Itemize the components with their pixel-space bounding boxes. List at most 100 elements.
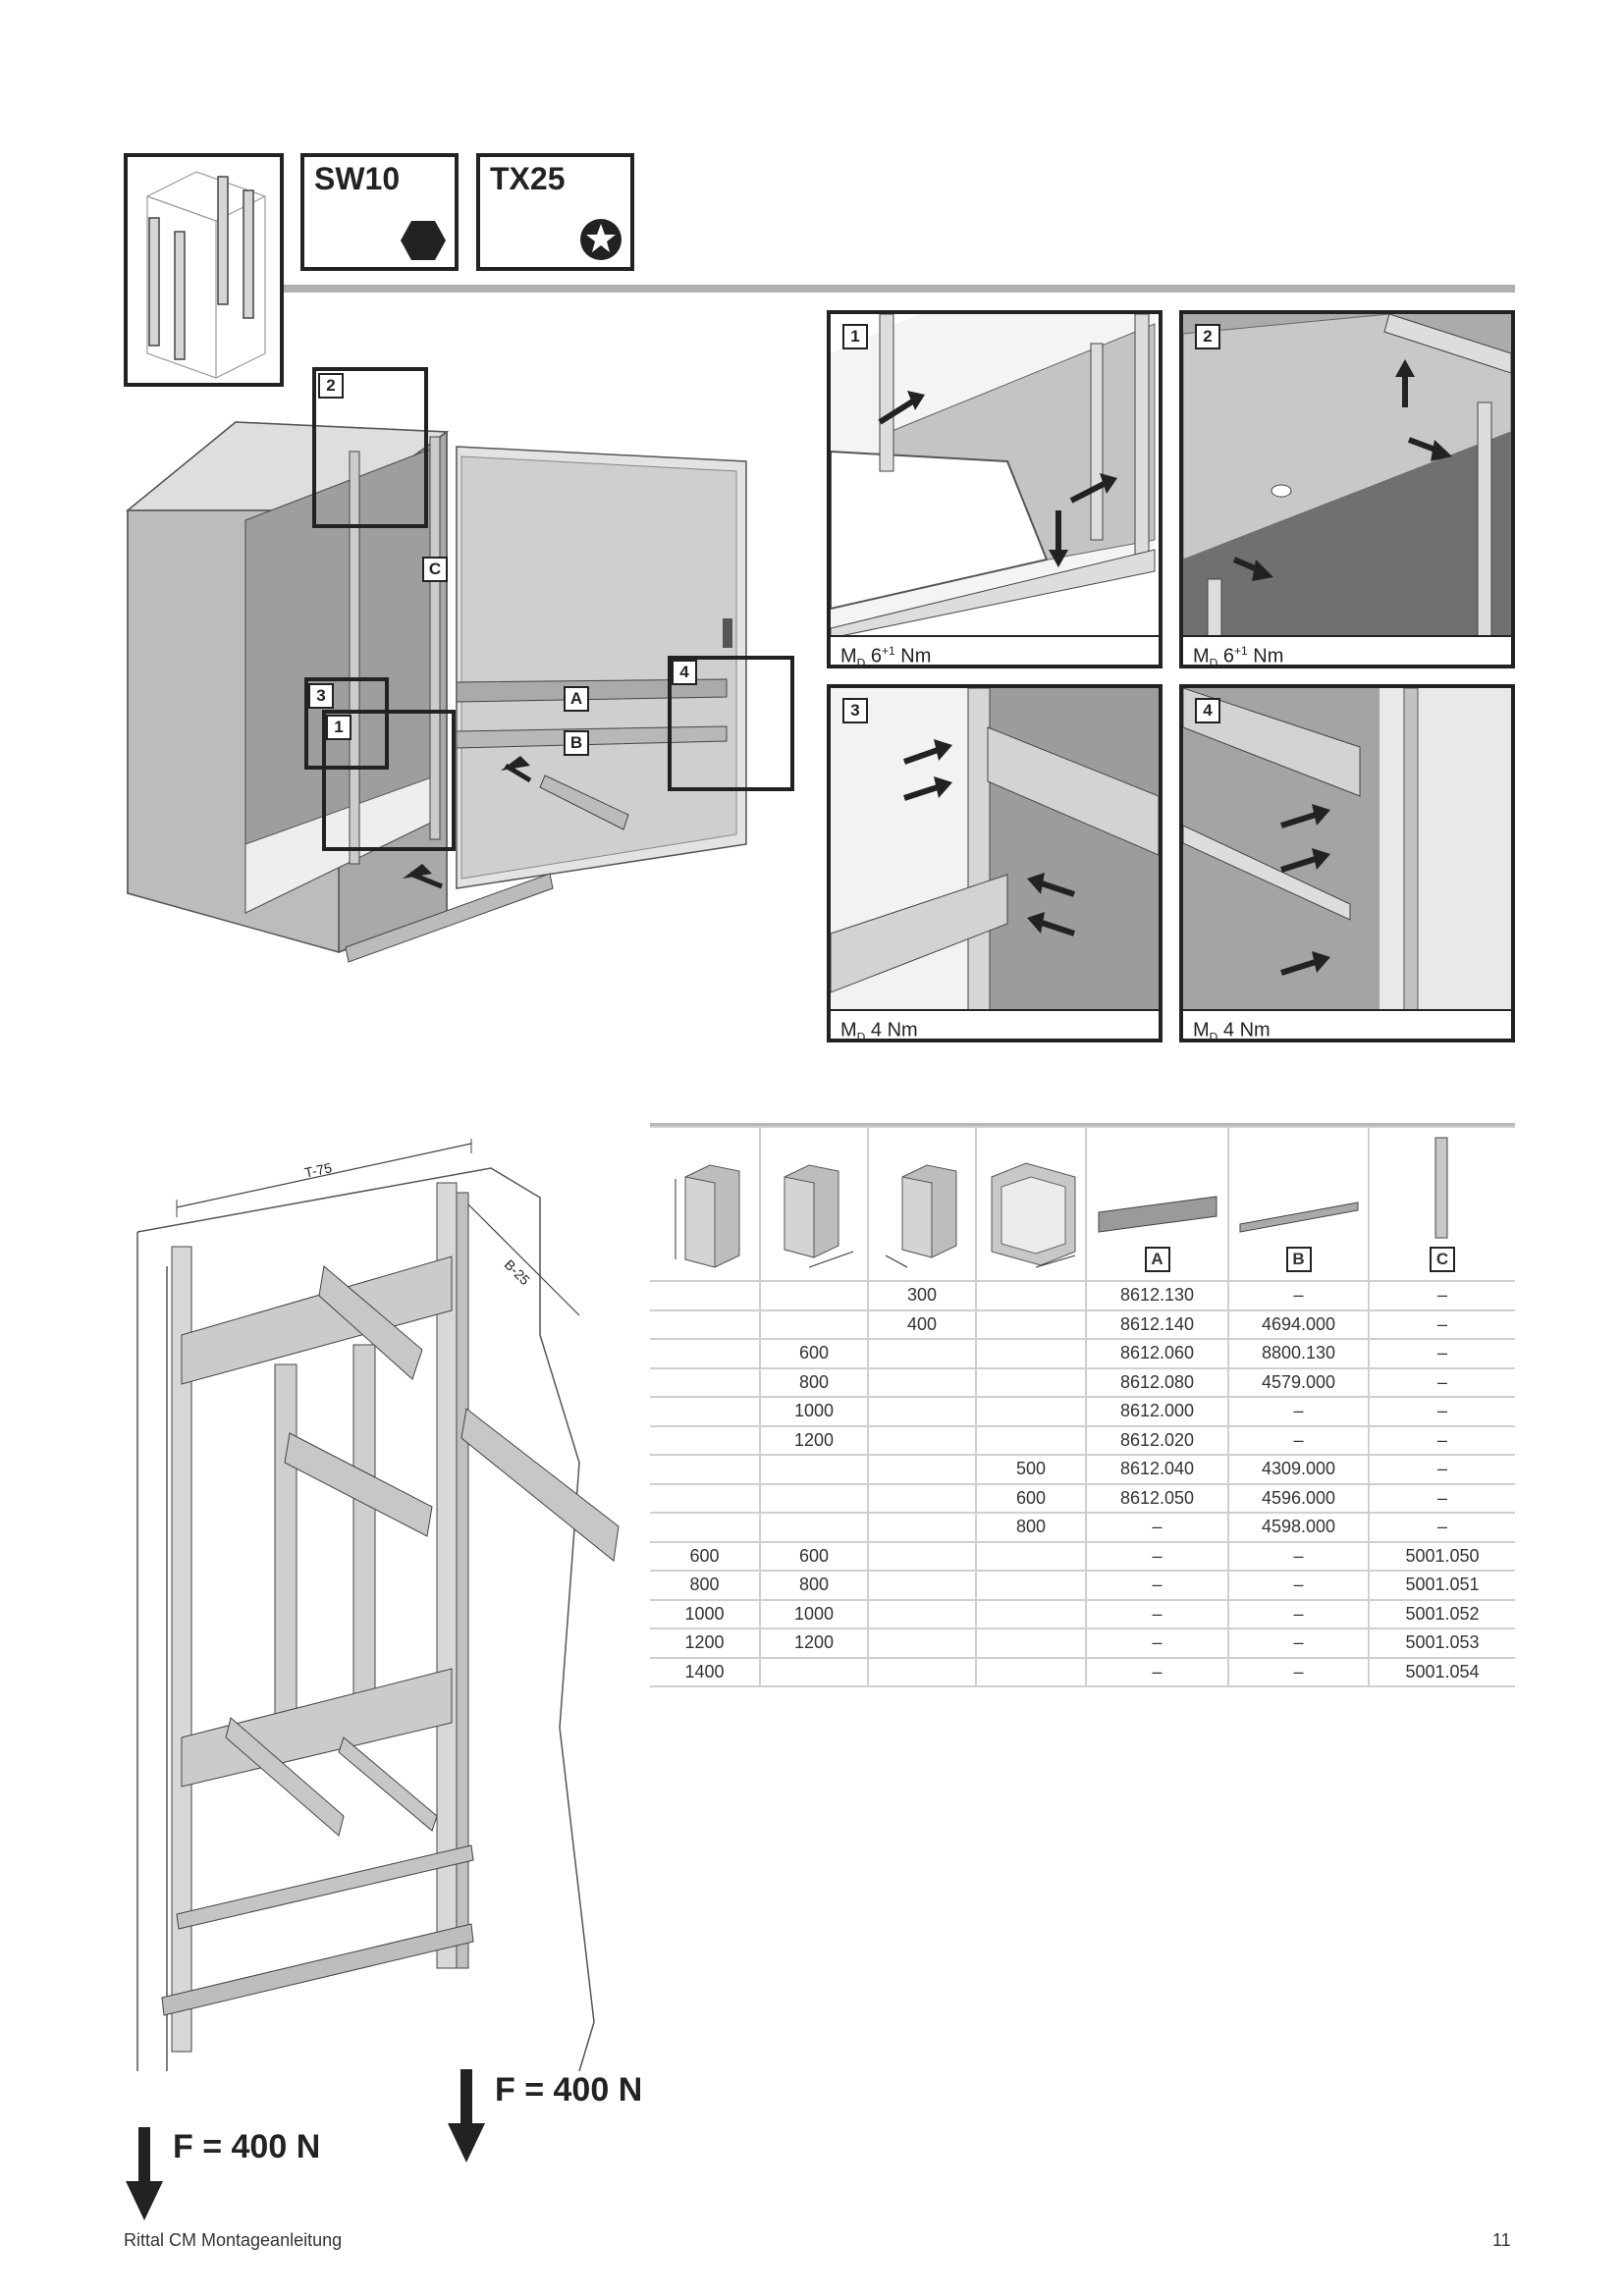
table-cell: 500 [976, 1455, 1087, 1485]
rail-thumbnail-icon [146, 171, 266, 379]
table-cell: 8612.060 [1086, 1339, 1229, 1369]
header-part-a: A [1086, 1127, 1229, 1282]
detail-3-number: 3 [842, 698, 868, 723]
table-cell [976, 1599, 1087, 1629]
table-cell [976, 1571, 1087, 1601]
force-label-left: F = 400 N [173, 2128, 321, 2165]
table-cell: 8612.040 [1086, 1455, 1229, 1485]
tool-tx25-label: TX25 [490, 161, 566, 196]
table-cell: 8612.130 [1086, 1281, 1229, 1311]
table-cell [650, 1281, 761, 1311]
table-cell [976, 1541, 1087, 1572]
table-cell [868, 1657, 977, 1687]
table-cell: 8612.000 [1086, 1397, 1229, 1427]
detail-3-drawing [831, 688, 1159, 1012]
rail-thumbnail [124, 153, 284, 387]
table-cell [650, 1309, 761, 1340]
overview-label-3: 3 [308, 683, 334, 709]
table-cell: – [1228, 1657, 1370, 1687]
force-label-right: F = 400 N [495, 2071, 643, 2109]
torx-icon [580, 219, 622, 260]
detail-4-torque: MD 4 Nm [1183, 1009, 1511, 1039]
header-enclosure-depth [868, 1127, 977, 1282]
table-cell: 4309.000 [1228, 1455, 1370, 1485]
enclosure-width-icon [784, 1164, 854, 1268]
table-cell: – [1369, 1455, 1515, 1485]
table-cell: 600 [976, 1483, 1087, 1514]
table-cell: – [1228, 1425, 1370, 1456]
table-cell [650, 1483, 761, 1514]
overview-label-b: B [564, 730, 589, 756]
detail-1-number: 1 [842, 324, 868, 349]
table-cell [976, 1309, 1087, 1340]
table-cell [650, 1339, 761, 1369]
tool-sw10: SW10 [300, 153, 459, 271]
overview-label-a: A [564, 686, 589, 712]
table-cell [760, 1309, 869, 1340]
detail-1-torque: MD 6+1 Nm [831, 635, 1159, 665]
table-cell: – [1369, 1483, 1515, 1514]
rail-b-icon [1239, 1201, 1358, 1233]
table-cell: 800 [650, 1571, 761, 1601]
table-cell [868, 1541, 977, 1572]
header-enclosure-interior [976, 1127, 1087, 1282]
table-cell: 1200 [650, 1629, 761, 1659]
table-cell [976, 1397, 1087, 1427]
header-rule [284, 285, 1515, 293]
table-cell [976, 1281, 1087, 1311]
table-cell [976, 1629, 1087, 1659]
table-cell: – [1086, 1571, 1229, 1601]
enclosure-depth-icon [885, 1164, 957, 1268]
table-cell: – [1228, 1281, 1370, 1311]
header-enclosure-width [760, 1127, 869, 1282]
tool-tx25: TX25 [476, 153, 634, 271]
table-cell: – [1369, 1367, 1515, 1398]
table-cell: 5001.054 [1369, 1657, 1515, 1687]
table-cell: 600 [760, 1339, 869, 1369]
table-cell [868, 1397, 977, 1427]
table-cell: 4694.000 [1228, 1309, 1370, 1340]
table-cell: – [1228, 1629, 1370, 1659]
overview-label-c: C [422, 557, 448, 582]
table-cell: 8612.020 [1086, 1425, 1229, 1456]
table-cell: 1000 [650, 1599, 761, 1629]
table-cell [760, 1657, 869, 1687]
table-cell: 800 [760, 1367, 869, 1398]
table-cell: 4596.000 [1228, 1483, 1370, 1514]
header-part-c: C [1369, 1127, 1515, 1282]
table-cell: 600 [760, 1541, 869, 1572]
table-cell [650, 1367, 761, 1398]
force-arrow-left-icon [126, 2127, 163, 2220]
table-cell: 4598.000 [1228, 1513, 1370, 1543]
detail-3-torque: MD 4 Nm [831, 1009, 1159, 1039]
table-cell [868, 1367, 977, 1398]
table-cell [868, 1599, 977, 1629]
enclosure-height-icon [675, 1164, 739, 1268]
detail-panel-2: 2 MD 6+1 Nm [1179, 310, 1515, 668]
table-cell: 1000 [760, 1599, 869, 1629]
table-cell: 800 [760, 1571, 869, 1601]
table-cell [976, 1367, 1087, 1398]
table-cell [650, 1425, 761, 1456]
table-cell: 1200 [760, 1425, 869, 1456]
detail-1-drawing [831, 314, 1156, 638]
table-cell [868, 1425, 977, 1456]
overview-label-1: 1 [326, 715, 352, 740]
table-cell [650, 1397, 761, 1427]
table-header-row: A B C [650, 1127, 1515, 1282]
table-cell: 400 [868, 1309, 977, 1340]
table-cell: 8800.130 [1228, 1339, 1370, 1369]
table-cell: – [1086, 1657, 1229, 1687]
part-letter-c: C [1430, 1247, 1455, 1272]
enclosure-overview-drawing [125, 367, 794, 963]
table-cell: 5001.050 [1369, 1541, 1515, 1572]
